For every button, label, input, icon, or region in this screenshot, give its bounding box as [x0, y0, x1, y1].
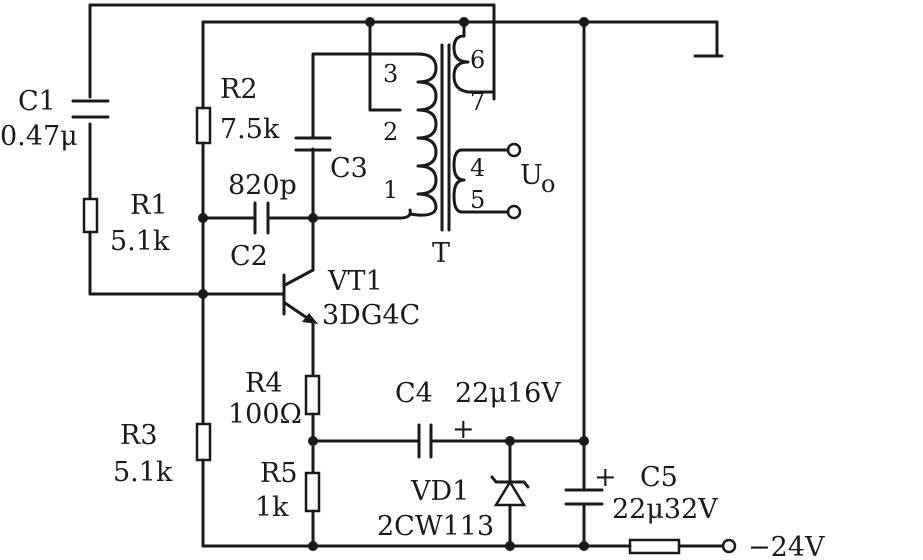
resistor-r4: [304, 374, 321, 416]
c1-name: C1: [18, 86, 56, 117]
resistor-r5: [304, 471, 321, 513]
capacitor-c5: [564, 488, 604, 506]
vd1-model: 2CW113: [377, 511, 494, 542]
zener-diode-vd1: [490, 475, 530, 507]
primary-coil: [408, 52, 438, 217]
pin-3-label: 3: [383, 60, 398, 88]
c4-plus: +: [452, 414, 475, 445]
resistor-r1: [82, 197, 99, 234]
c3-top-wire: [311, 52, 420, 140]
transformer-name: T: [432, 238, 450, 269]
r3-name: R3: [120, 420, 158, 451]
r1-base-wire: [88, 230, 209, 296]
r5-value: 1k: [255, 492, 289, 523]
supply-resistor: [628, 538, 681, 555]
r4-name: R4: [245, 368, 283, 399]
c1-value: 0.47μ: [0, 121, 78, 152]
transistor-vt1: [205, 268, 318, 328]
c5-plus: +: [594, 462, 617, 493]
r1-value: 5.1k: [110, 226, 170, 257]
pin-2-label: 2: [383, 118, 398, 146]
output-label: U: [520, 160, 543, 191]
junction-dots: [198, 17, 589, 551]
output-coil: [452, 148, 466, 214]
r2-value: 7.5k: [220, 114, 280, 145]
c5-value: 22μ32V: [612, 494, 718, 525]
r3-value: 5.1k: [113, 457, 173, 488]
pin-5-label: 5: [470, 186, 485, 214]
resistor-r3: [195, 422, 212, 462]
c2-value: 820p: [228, 170, 297, 201]
c5-name: C5: [640, 462, 678, 493]
c1-feedback-wire: [88, 3, 496, 101]
c3-name: C3: [330, 153, 368, 184]
vt1-name: VT1: [327, 266, 383, 297]
resistor-r2: [195, 106, 212, 145]
capacitor-c2: [253, 201, 270, 235]
capacitor-c1: [71, 99, 110, 119]
c4-name: C4: [395, 378, 433, 409]
capacitor-c4: [417, 423, 433, 459]
pin-4-label: 4: [470, 154, 485, 182]
pin-7-label: 7: [470, 88, 485, 116]
c4-value: 22μ16V: [455, 378, 561, 409]
c2-name: C2: [230, 241, 268, 272]
tap3-wire: [368, 20, 402, 112]
output-label-sub: o: [541, 170, 555, 198]
vt1-model: 3DG4C: [322, 300, 420, 331]
r1-name: R1: [130, 190, 168, 221]
supply-label: −24V: [748, 532, 825, 560]
capacitor-c3: [294, 136, 332, 152]
transformer-t: [408, 34, 496, 232]
r5-name: R5: [260, 458, 298, 489]
r2-name: R2: [220, 74, 258, 105]
output-terminal-4: [506, 142, 522, 158]
r4-value: 100Ω: [228, 399, 302, 430]
c2-right-wire: [268, 208, 412, 220]
vd1-name: VD1: [410, 476, 469, 507]
pin-1-label: 1: [383, 176, 398, 204]
pin-6-label: 6: [470, 46, 485, 74]
wires: [88, 3, 725, 548]
output-terminal-5: [506, 204, 522, 220]
supply-terminal: [721, 538, 737, 554]
feedback-coil: [452, 34, 496, 94]
